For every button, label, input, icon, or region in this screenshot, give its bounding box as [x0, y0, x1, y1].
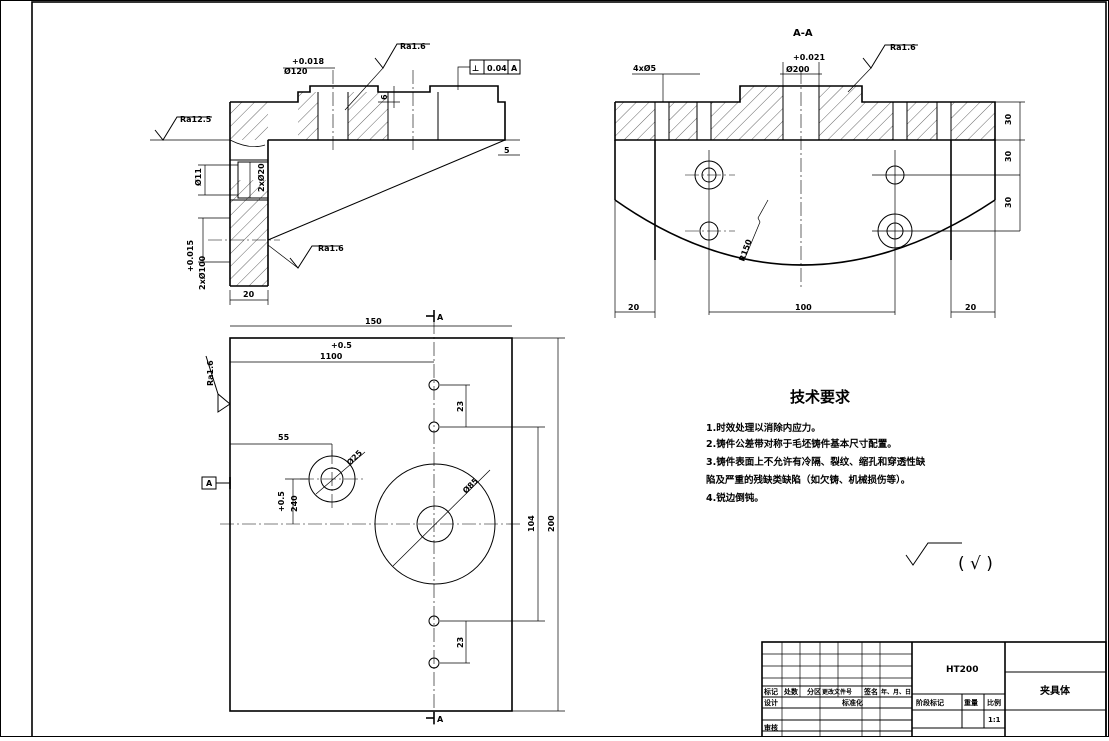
tb-scale-label: 比例: [987, 698, 1001, 707]
dim-y-hole: 240: [290, 495, 299, 512]
tb-standard: 标准化: [841, 698, 863, 707]
dim-h1: 30: [1004, 113, 1013, 125]
tech-requirements: 技术要求 1.时效处理以消除内应力。 2.铸件公差带对称于毛坯铸件基本尺寸配置。…: [706, 388, 993, 574]
a-a-section-view: A-A 4xØ5 +0.021 Ø2: [614, 28, 1025, 318]
dim-radius: R150: [737, 238, 753, 263]
dim-step: 5: [504, 146, 510, 155]
roughness-section: [862, 44, 918, 69]
dim-tol-y: +0.5: [277, 491, 286, 512]
dim-mid: 100: [795, 303, 812, 312]
tech-item-2: 2.铸件公差带对称于毛坯铸件基本尺寸配置。: [706, 438, 897, 450]
svg-text:⊥: ⊥: [472, 64, 479, 73]
roughness-bottom: [289, 245, 340, 269]
tb-design: 设计: [764, 698, 778, 707]
part-name: 夹具体: [1040, 684, 1071, 697]
dim-dia-top: Ø120: [284, 66, 308, 76]
dim-tol: +0.021: [793, 53, 825, 62]
roughness-left: [154, 116, 212, 141]
dim-depth: 6: [380, 94, 389, 100]
default-roughness-symbol: [905, 542, 962, 566]
tb-header-sign: 签名: [863, 687, 878, 696]
title-block: HT200 夹具体 标记 处数 分区 更改文件号 签名 年、月、日 设计 标准化…: [761, 641, 1107, 738]
dim-d-boss: Ø85: [460, 475, 480, 495]
section-label: A-A: [793, 28, 813, 39]
feature-control-frame: ⊥ 0.04 A: [457, 59, 521, 90]
dim-x-center: 1100: [320, 352, 343, 361]
tb-stage: 阶段标记: [916, 698, 944, 707]
dim-w-bottom: 20: [243, 290, 255, 299]
dim-x-hole: 55: [278, 433, 290, 442]
dim-height: 200: [547, 515, 556, 532]
svg-text:0.04: 0.04: [487, 64, 507, 73]
tb-header-date: 年、月、日: [881, 688, 911, 696]
tb-header-mark: 标记: [763, 687, 778, 696]
svg-text:A: A: [511, 64, 518, 73]
tech-item-4: 陷及严重的残缺类缺陷（如欠铸、机械损伤等）。: [706, 474, 910, 486]
dim-tol-side: +0.015: [186, 240, 195, 272]
tb-header-count: 处数: [783, 687, 799, 696]
dim-d-bore: 2xØ100: [197, 255, 207, 290]
ra-section: Ra1.6: [890, 43, 916, 52]
roughness-symbol: [374, 43, 430, 69]
dim-pitch-top: 23: [456, 401, 465, 412]
tb-weight: 重量: [964, 698, 978, 707]
dim-span: 104: [527, 515, 536, 532]
boss-circle: [374, 463, 496, 585]
tb-review: 审核: [764, 723, 778, 732]
dim-pitch-bottom: 23: [456, 637, 465, 648]
dim-dia: Ø200: [786, 64, 810, 74]
ra-left: Ra12.5: [180, 115, 212, 124]
plan-view: A A 150 +0.5 1100 55 Ø25 +0.5 240 Ø85 23…: [201, 310, 565, 725]
datum-label: A: [206, 479, 213, 488]
dim-right: 20: [965, 303, 977, 312]
dim-h3: 30: [1004, 196, 1013, 208]
section-marker-bottom: A: [437, 715, 444, 724]
dim-w-total: 150: [365, 317, 382, 326]
dim-h2: 30: [1004, 150, 1013, 162]
section-marker-top: A: [437, 313, 444, 322]
dim-left: 20: [628, 303, 640, 312]
material: HT200: [946, 665, 978, 675]
dim-tol-x: +0.5: [331, 341, 352, 350]
tech-item-5: 4.锐边倒钝。: [706, 492, 764, 504]
tech-item-1: 1.时效处理以消除内应力。: [706, 422, 821, 434]
tb-header-doc: 更改文件号: [822, 688, 852, 696]
dim-d-small: Ø11: [193, 168, 203, 186]
ra-plan: Ra1.6: [206, 360, 215, 386]
side-section-view: +0.018 Ø120 Ra1.6 ⊥ 0.04 A 6 Ra12.5 5 Ø1…: [150, 42, 521, 305]
ra-top: Ra1.6: [400, 42, 426, 51]
dim-holes: 4xØ5: [633, 63, 657, 73]
dim-tol-top: +0.018: [292, 57, 324, 66]
tech-title: 技术要求: [790, 388, 851, 406]
ra-bottom: Ra1.6: [318, 244, 344, 253]
surface-note: ( √ ): [958, 554, 993, 574]
tech-item-3: 3.铸件表面上不允许有冷隔、裂纹、缩孔和穿透性缺: [706, 456, 926, 468]
tb-scale: 1:1: [988, 716, 1001, 724]
tb-header-zone: 分区: [807, 687, 821, 696]
dim-d-mid: 2xØ20: [256, 163, 266, 192]
dim-d-hole: Ø25: [344, 447, 364, 467]
